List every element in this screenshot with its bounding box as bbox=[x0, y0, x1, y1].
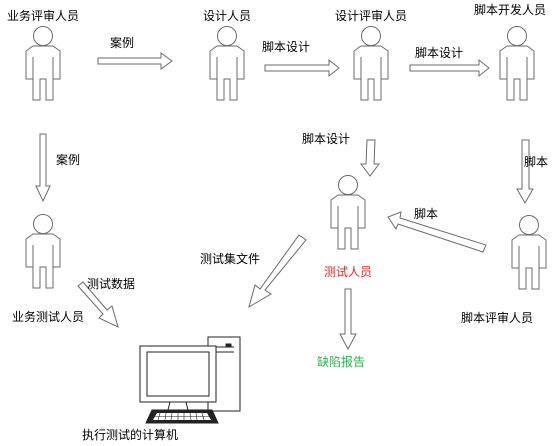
label-script-design-3: 脚本设计 bbox=[302, 131, 350, 146]
label-script-middle: 脚本 bbox=[414, 206, 438, 221]
label-test-set-file: 测试集文件 bbox=[200, 251, 260, 266]
label-case-left: 案例 bbox=[56, 152, 80, 167]
arrow-design-to-tester bbox=[360, 139, 380, 177]
person-icon bbox=[25, 214, 61, 289]
person-icon bbox=[330, 175, 366, 250]
arrow-to-defect-report bbox=[339, 288, 357, 351]
tester-figure bbox=[330, 175, 366, 250]
person-icon bbox=[499, 26, 535, 101]
arrow-script-to-tester bbox=[387, 211, 487, 253]
script-developer-figure bbox=[499, 26, 535, 101]
label-script-design-2: 脚本设计 bbox=[415, 45, 463, 60]
design-reviewer-figure bbox=[353, 26, 389, 101]
label-script-right: 脚本 bbox=[524, 154, 548, 169]
person-icon bbox=[209, 26, 245, 101]
person-icon bbox=[353, 26, 389, 101]
person-icon bbox=[511, 215, 547, 290]
business-reviewer-label: 业务评审人员 bbox=[7, 8, 79, 23]
computer-icon bbox=[139, 336, 241, 424]
arrow-design-to-developer bbox=[409, 58, 490, 78]
designer-figure bbox=[209, 26, 245, 101]
arrow-design-to-reviewer bbox=[264, 58, 340, 78]
person-icon bbox=[25, 26, 61, 101]
tester-label: 测试人员 bbox=[324, 264, 372, 279]
defect-report-label: 缺陷报告 bbox=[317, 354, 365, 369]
label-case-top: 案例 bbox=[110, 35, 134, 50]
arrow-test-data bbox=[77, 281, 119, 328]
arrow-script-to-script-reviewer bbox=[516, 139, 534, 205]
arrow-case-to-business-tester bbox=[35, 133, 51, 203]
business-tester-label: 业务测试人员 bbox=[12, 309, 84, 324]
arrow-test-set-file bbox=[248, 234, 307, 309]
business-tester-figure bbox=[25, 214, 61, 289]
arrow-case-to-designer bbox=[97, 52, 173, 70]
design-reviewer-label: 设计评审人员 bbox=[335, 8, 407, 23]
label-script-design-1: 脚本设计 bbox=[262, 39, 310, 54]
script-developer-label: 脚本开发人员 bbox=[474, 2, 546, 17]
designer-label: 设计人员 bbox=[203, 9, 251, 23]
computer-label: 执行测试的计算机 bbox=[82, 427, 178, 442]
script-reviewer-figure bbox=[511, 215, 547, 290]
business-reviewer-figure bbox=[25, 26, 61, 101]
script-reviewer-label: 脚本评审人员 bbox=[461, 310, 533, 325]
label-test-data: 测试数据 bbox=[87, 276, 135, 291]
